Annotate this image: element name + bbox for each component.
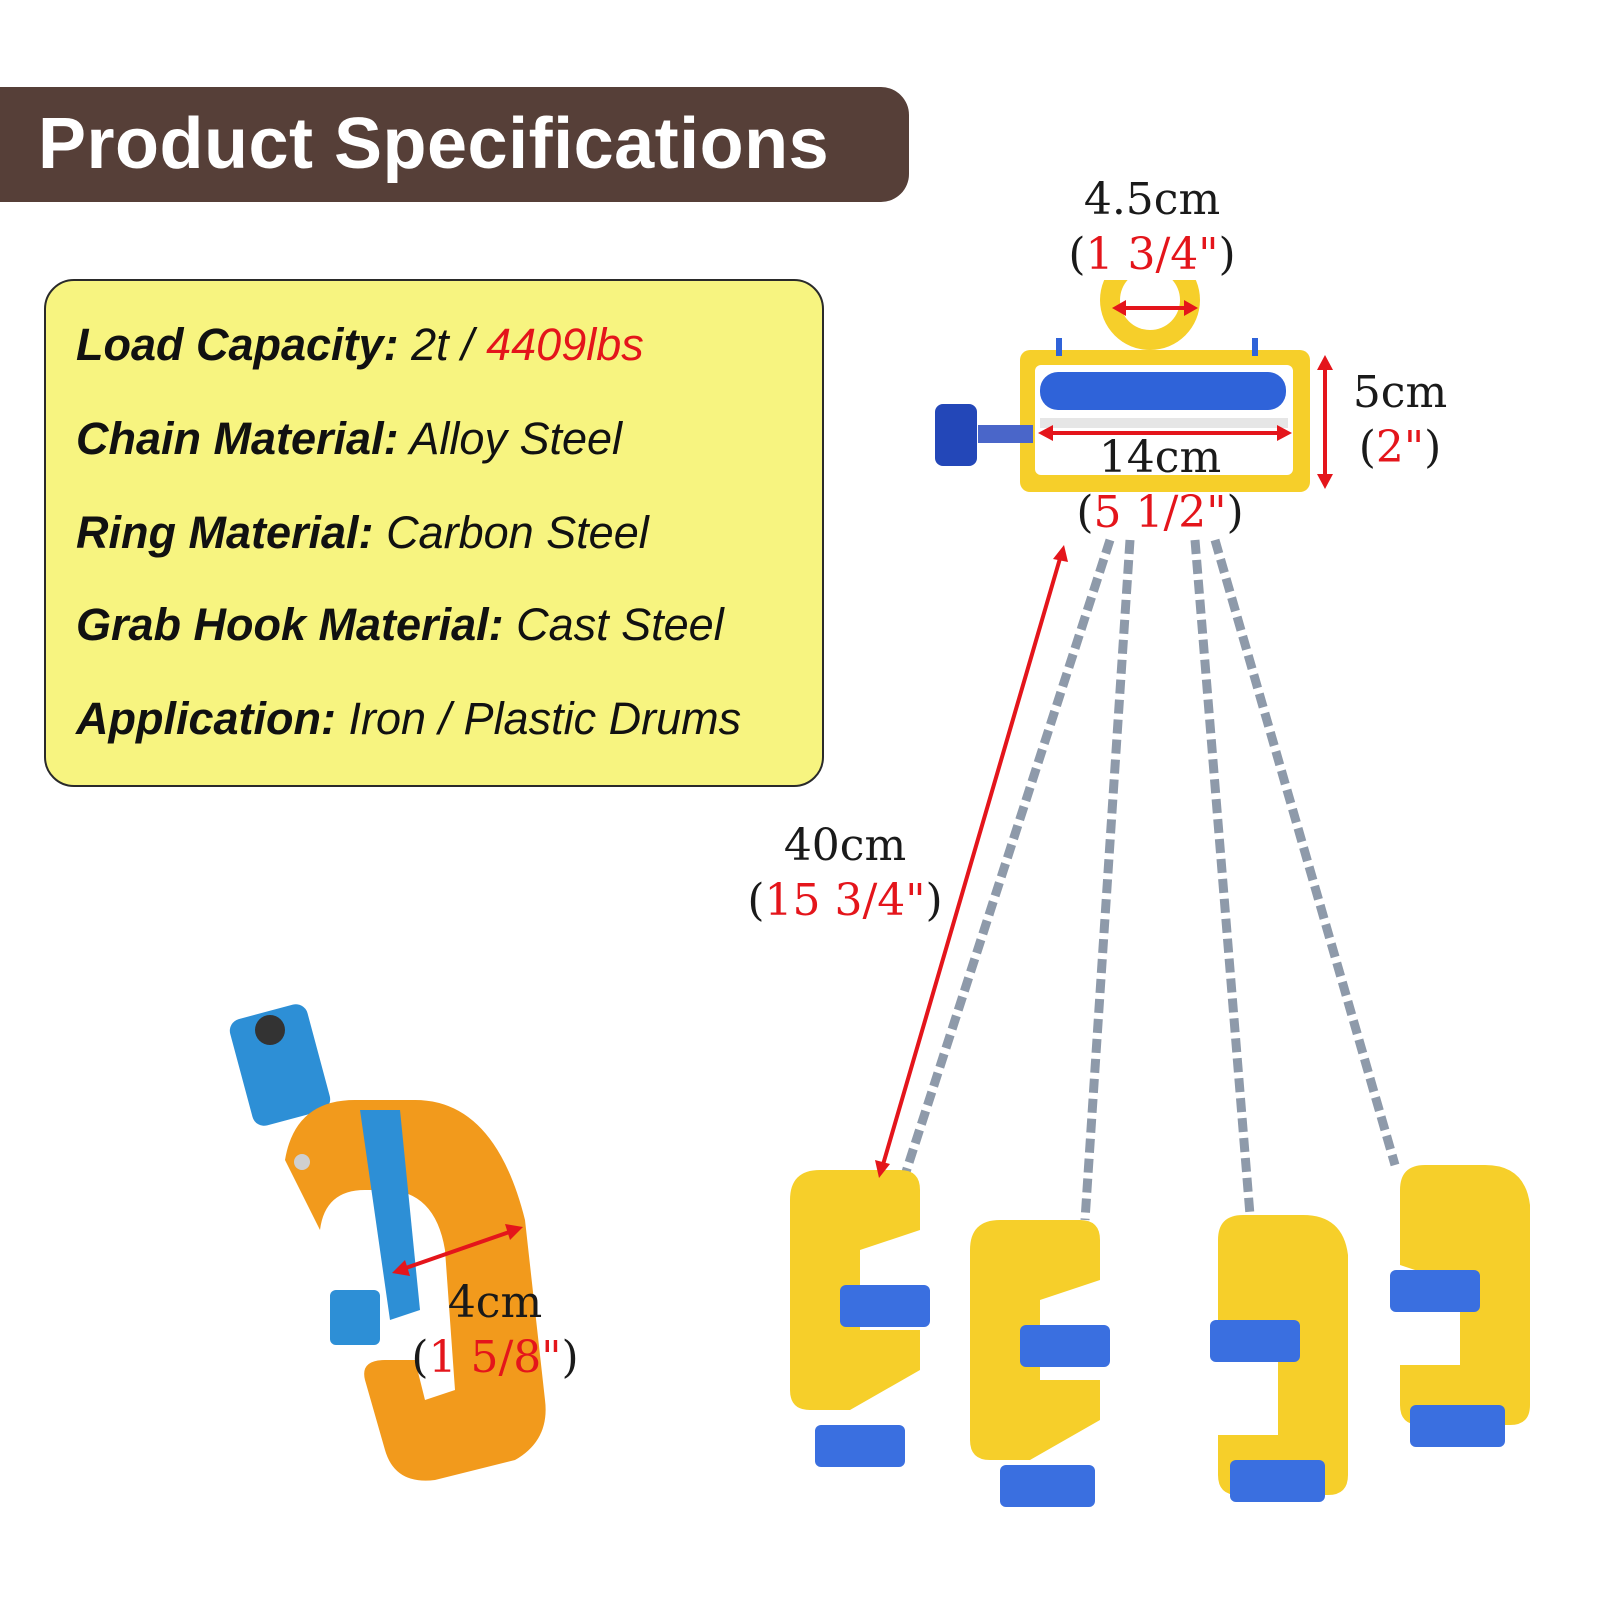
dim-height: 5cm (2")	[1340, 365, 1460, 475]
dim-ring: 4.5cm (1 3/4")	[1062, 172, 1242, 282]
dimension-arrows	[392, 300, 1333, 1276]
dim-width-imperial: 5 1/2"	[1093, 487, 1227, 538]
dim-hook: 4cm (1 5/8")	[405, 1275, 585, 1385]
grab-hook-icon	[229, 1004, 546, 1481]
dim-hook-metric: 4cm	[447, 1277, 543, 1328]
spec-load-capacity: Load Capacity: 2t / 4409lbs	[76, 319, 644, 371]
spec-label: Chain Material:	[76, 413, 399, 464]
dim-ring-imperial: 1 3/4"	[1085, 229, 1219, 280]
spec-grab-hook-material: Grab Hook Material: Cast Steel	[76, 599, 724, 651]
dim-width: 14cm (5 1/2")	[1060, 430, 1260, 540]
dim-chain: 40cm (15 3/4")	[735, 818, 955, 928]
spec-value: Alloy Steel	[409, 413, 623, 464]
drum-clamp-icon	[790, 1170, 930, 1467]
dim-height-imperial: 2"	[1375, 422, 1425, 473]
chain-icon	[900, 538, 1400, 1221]
spec-value: Cast Steel	[516, 599, 724, 650]
spreader-frame-icon	[935, 338, 1310, 492]
dim-hook-imperial: 1 5/8"	[428, 1332, 562, 1383]
dim-chain-metric: 40cm	[783, 820, 907, 871]
spec-label: Ring Material:	[76, 507, 374, 558]
spec-label: Application:	[76, 693, 336, 744]
spec-label: Load Capacity:	[76, 319, 399, 370]
dim-width-metric: 14cm	[1098, 432, 1222, 483]
spec-box: Load Capacity: 2t / 4409lbs Chain Materi…	[44, 279, 824, 787]
spec-value: Iron / Plastic Drums	[348, 693, 742, 744]
spec-value: 2t /	[411, 319, 487, 370]
spec-application: Application: Iron / Plastic Drums	[76, 693, 741, 745]
dim-height-metric: 5cm	[1352, 367, 1448, 418]
spec-label: Grab Hook Material:	[76, 599, 504, 650]
spec-ring-material: Ring Material: Carbon Steel	[76, 507, 649, 559]
dim-chain-imperial: 15 3/4"	[764, 875, 926, 926]
spec-value: Carbon Steel	[386, 507, 649, 558]
spec-value-highlight: 4409lbs	[486, 319, 644, 370]
lifting-ring-icon	[1100, 250, 1200, 350]
page-title: Product Specifications	[38, 104, 830, 184]
title-banner: Product Specifications	[0, 87, 909, 202]
spec-chain-material: Chain Material: Alloy Steel	[76, 413, 622, 465]
dim-ring-metric: 4.5cm	[1083, 174, 1221, 225]
